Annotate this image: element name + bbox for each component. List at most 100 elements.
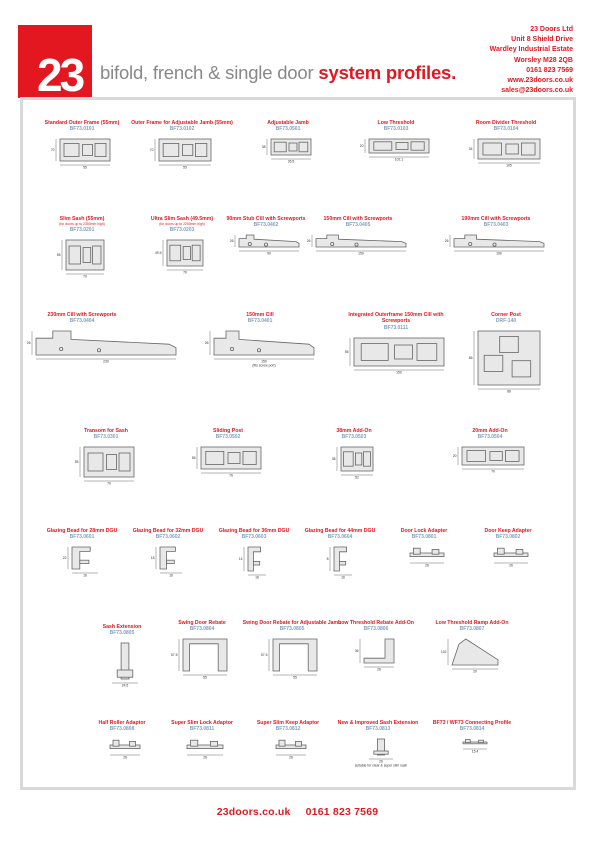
dim-label-horizontal: 26 <box>425 564 429 568</box>
profile-title: Low Threshold <box>377 120 415 126</box>
contact-email[interactable]: sales@23doors.co.uk <box>501 87 573 95</box>
dim-label-horizontal: 105 <box>506 164 512 168</box>
profile-title: 38mm Add-On <box>336 428 372 434</box>
profile-code: BF73.0401 <box>247 318 273 325</box>
profile-drawing: 15.4 <box>462 739 488 754</box>
dim-label-vertical: 26 <box>230 239 234 243</box>
contact-phone: 0161 823 7569 <box>526 66 573 74</box>
profile-drawing: 14 16 <box>239 547 266 580</box>
profile-code: BF73.0806 <box>363 626 389 633</box>
profile-code: BF73.0802 <box>495 534 521 541</box>
dim-label-horizontal: 55 <box>183 166 187 170</box>
dim-label-vertical: 14 <box>239 557 243 561</box>
profile-code: BF73.0402 <box>253 222 279 229</box>
profile-code: BF73.0503 <box>341 434 367 441</box>
profile-code: BF73.0201 <box>69 226 95 233</box>
profile-item: Outer Frame for Adjustable Jamb (55mm)BF… <box>128 120 236 170</box>
profile-code: BF73.0603 <box>241 534 267 541</box>
profile-drawing: 57.555 <box>171 639 228 680</box>
dim-label-vertical: 57.5 <box>171 653 178 657</box>
footer: 23doors.co.uk 0161 823 7569 <box>0 806 595 818</box>
profile-drawing: 26 <box>186 740 224 760</box>
profile-title: Swing Door Rebate for Adjustable Jamb <box>242 620 342 626</box>
dim-label-horizontal: 70 <box>107 482 111 486</box>
dim-label-vertical: 49.5 <box>155 251 162 255</box>
profile-drawing: 49.5 70 <box>155 239 204 274</box>
profile-code: BF73.0602 <box>155 534 181 541</box>
address-line-1: Unit 8 Shield Drive <box>511 36 573 44</box>
footer-phone: 0161 823 7569 <box>305 806 379 818</box>
dim-label-horizontal: 15.4 <box>472 750 479 754</box>
contact-web[interactable]: www.23doors.co.uk <box>507 77 573 85</box>
dim-label-vertical: 86 <box>469 356 473 360</box>
dim-label-vertical: 26 <box>445 239 449 243</box>
dim-label-vertical: 55 <box>57 253 61 257</box>
footer-web[interactable]: 23doors.co.uk <box>216 806 291 818</box>
profile-drawing: 86 86 <box>469 331 541 394</box>
profile-drawing: 26 <box>275 740 307 760</box>
profile-drawing: 24.5 <box>112 643 138 688</box>
dim-label-horizontal: 150 <box>396 370 402 374</box>
headline-plain: bifold, french & single door <box>100 62 314 83</box>
profile-code: BF73.0604 <box>327 534 353 541</box>
logo-block <box>18 25 92 98</box>
profile-title: Low Threshold Rebate Add-On <box>338 620 414 626</box>
dim-label-horizontal: 55 <box>293 676 297 680</box>
dim-label-vertical: 26 <box>205 341 209 345</box>
profile-title: Glazing Bead for 44mm DGU <box>304 528 376 534</box>
dim-label-horizontal: 86 <box>507 390 511 394</box>
page-headline: bifold, french & single door system prof… <box>100 62 456 84</box>
profile-title: 150mm Cill with Screwports <box>323 216 393 222</box>
profile-title: Glazing Bead for 32mm DGU <box>132 528 204 534</box>
profile-code: BF73.0804 <box>189 626 215 633</box>
dim-label-horizontal: 150 <box>261 360 267 364</box>
profile-item: Integrated Outerframe 150mm Cill with Sc… <box>342 312 450 374</box>
profile-code: BF73.0814 <box>459 726 485 733</box>
dim-label-vertical: 55 <box>192 456 196 460</box>
profile-title: 230mm Cill with Screwports <box>47 312 117 318</box>
profile-drawing: 816 <box>327 547 352 580</box>
address-line-3: Worsley M28 2QB <box>513 56 573 64</box>
profile-title: Adjustable Jamb <box>267 120 309 126</box>
profile-title: Standard Outer Frame (55mm) <box>44 120 120 126</box>
dim-label-horizontal: 90 <box>267 252 271 256</box>
dim-label-horizontal: 16 <box>169 574 173 578</box>
profile-code: BF73.0203 <box>169 226 195 233</box>
dim-label-horizontal: 102.1 <box>395 158 404 162</box>
profile-code: BF73.0501 <box>275 126 301 133</box>
profile-code: BF73.0101 <box>69 126 95 133</box>
profile-code: BF73.0808 <box>109 726 135 733</box>
profile-title: Glazing Bead for 36mm DGU <box>218 528 290 534</box>
dim-label-vertical: 26 <box>27 341 31 345</box>
dim-label-horizontal: 24.5 <box>122 684 129 688</box>
profile-title: Super Slim Lock Adaptor <box>171 720 233 726</box>
dim-label-horizontal: 70 <box>183 270 187 274</box>
profile-title: Transom for Sash <box>84 428 128 434</box>
dim-label-horizontal: 16 <box>255 576 259 580</box>
dim-label-horizontal: 70 <box>83 274 87 278</box>
